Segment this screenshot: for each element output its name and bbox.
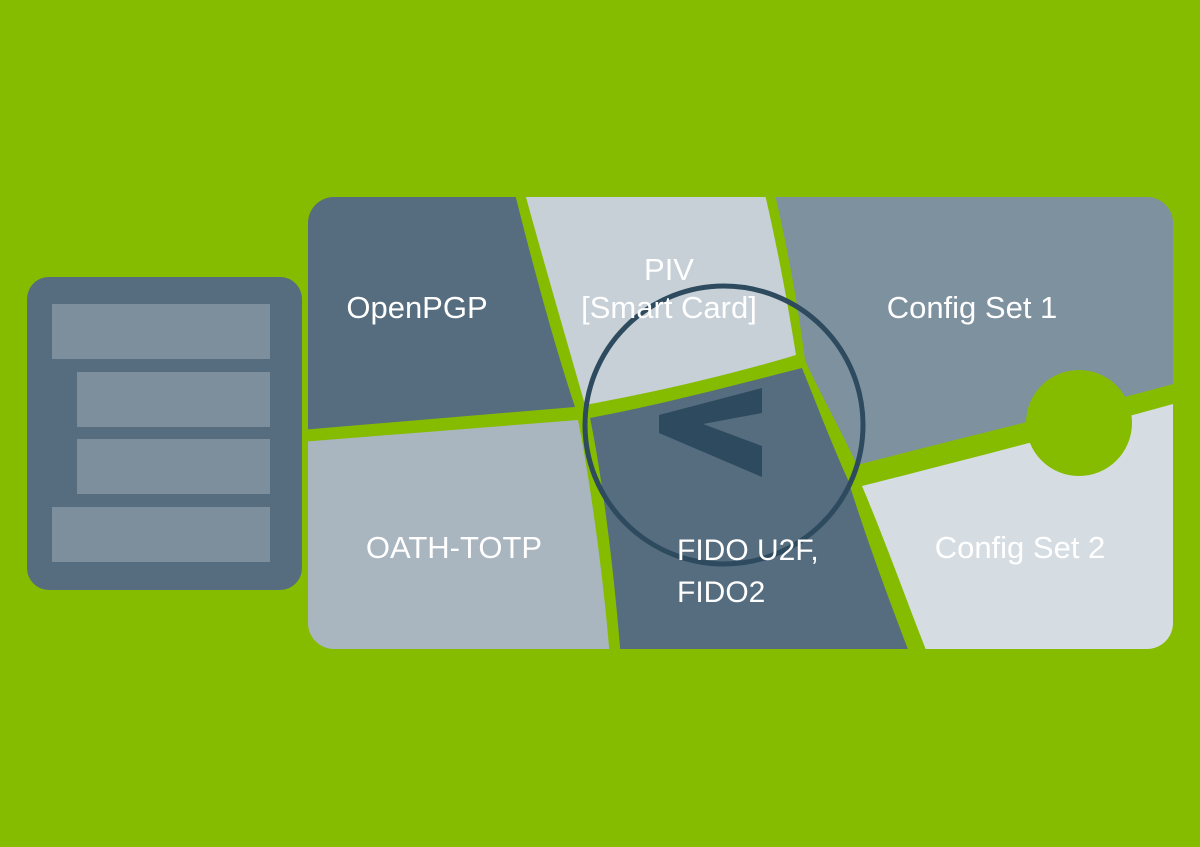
label-openpgp: OpenPGP <box>346 290 487 325</box>
connector-pad <box>52 507 270 562</box>
segment-openpgp <box>308 197 575 430</box>
label-oath-totp: OATH-TOTP <box>366 530 542 565</box>
chevron-left-icon <box>659 388 762 477</box>
usb-connector <box>27 277 302 590</box>
segment-oath-totp <box>308 420 610 649</box>
label-fido-line1: FIDO U2F, <box>677 534 819 567</box>
connector-pad <box>52 304 270 359</box>
logo-ring <box>582 283 866 567</box>
segment-fido <box>590 368 912 649</box>
center-logo <box>582 283 866 567</box>
label-config-set-1: Config Set 1 <box>887 290 1058 325</box>
label-fido-line2: FIDO2 <box>677 576 765 609</box>
touch-sensor-icon[interactable] <box>1026 370 1132 476</box>
segment-piv <box>524 197 796 405</box>
connector-pad <box>77 372 270 427</box>
label-config-set-2: Config Set 2 <box>935 530 1106 565</box>
connector-pad <box>77 439 270 494</box>
label-piv-sub: [Smart Card] <box>581 290 757 325</box>
segment-labels: OpenPGP PIV [Smart Card] Config Set 1 OA… <box>346 252 1105 609</box>
label-piv: PIV <box>644 252 694 287</box>
